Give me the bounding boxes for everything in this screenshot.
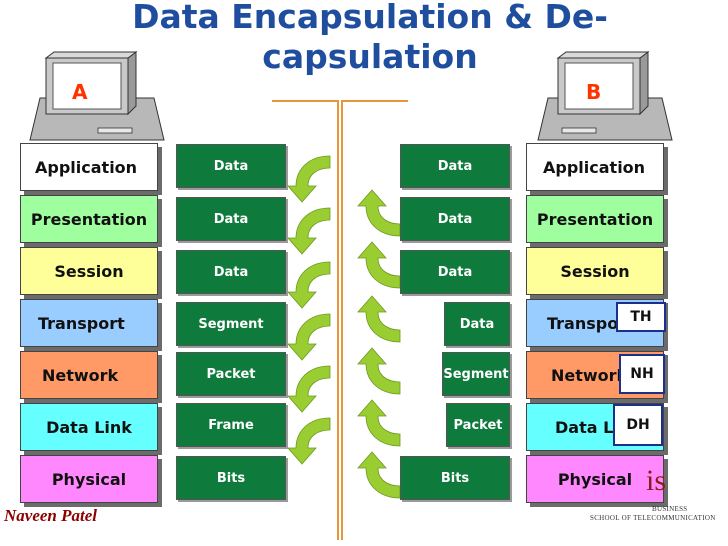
left-pdu-transport: Segment (176, 302, 286, 346)
network-header-box: NH (619, 354, 665, 394)
left-pdu-physical: Bits (176, 456, 286, 500)
encapsulate-arrow (287, 155, 331, 203)
right-layer-presentation: Presentation (526, 195, 664, 243)
decapsulate-arrow (357, 241, 401, 289)
left-pdu-network: Packet (176, 352, 286, 396)
title-line-1: Data Encapsulation & De- (132, 0, 608, 36)
logo-line-2: SCHOOL OF TELECOMMUNICATION (590, 514, 716, 522)
title-line-2: capsulation (262, 37, 478, 76)
left-layer-physical: Physical (20, 455, 158, 503)
left-layer-network: Network (20, 351, 158, 399)
left-pdu-session: Data (176, 250, 286, 294)
arrows-right (357, 189, 401, 499)
right-pdu-data-link: Packet (446, 403, 510, 447)
decapsulate-arrow (357, 295, 401, 343)
left-layer-presentation: Presentation (20, 195, 158, 243)
right-layer-session: Session (526, 247, 664, 295)
computer-b-icon (537, 51, 673, 141)
encapsulate-arrow (287, 207, 331, 255)
left-pdu-presentation: Data (176, 197, 286, 241)
right-pdu-physical: Bits (400, 456, 510, 500)
decapsulate-arrow (357, 451, 401, 499)
right-pdu-presentation: Data (400, 197, 510, 241)
logo-mark: is (646, 464, 667, 497)
right-pdu-transport: Data (444, 302, 510, 346)
left-layer-transport: Transport (20, 299, 158, 347)
encapsulate-arrow (287, 417, 331, 465)
left-pdu-application: Data (176, 144, 286, 188)
right-layer-application: Application (526, 143, 664, 191)
author-credit: Naveen Patel (4, 506, 97, 525)
left-layer-data-link: Data Link (20, 403, 158, 451)
computer-a-icon (29, 51, 165, 141)
center-divider (272, 100, 408, 540)
transport-header-box: TH (616, 302, 666, 332)
left-pdu-data-link: Frame (176, 403, 286, 447)
decapsulate-arrow (357, 399, 401, 447)
host-a-label: A (72, 80, 88, 104)
host-b-label: B (586, 80, 602, 104)
encapsulate-arrow (287, 313, 331, 361)
right-pdu-session: Data (400, 250, 510, 294)
left-layer-application: Application (20, 143, 158, 191)
right-pdu-application: Data (400, 144, 510, 188)
right-pdu-network: Segment (442, 352, 510, 396)
datalink-header-box: DH (613, 404, 663, 446)
logo-line-1: BUSINESS (652, 505, 688, 513)
left-layer-session: Session (20, 247, 158, 295)
decapsulate-arrow (357, 347, 401, 395)
right-layer-physical: Physical (526, 455, 664, 503)
decapsulate-arrow (357, 189, 401, 237)
encapsulate-arrow (287, 261, 331, 309)
arrows-left (287, 155, 331, 465)
encapsulate-arrow (287, 365, 331, 413)
